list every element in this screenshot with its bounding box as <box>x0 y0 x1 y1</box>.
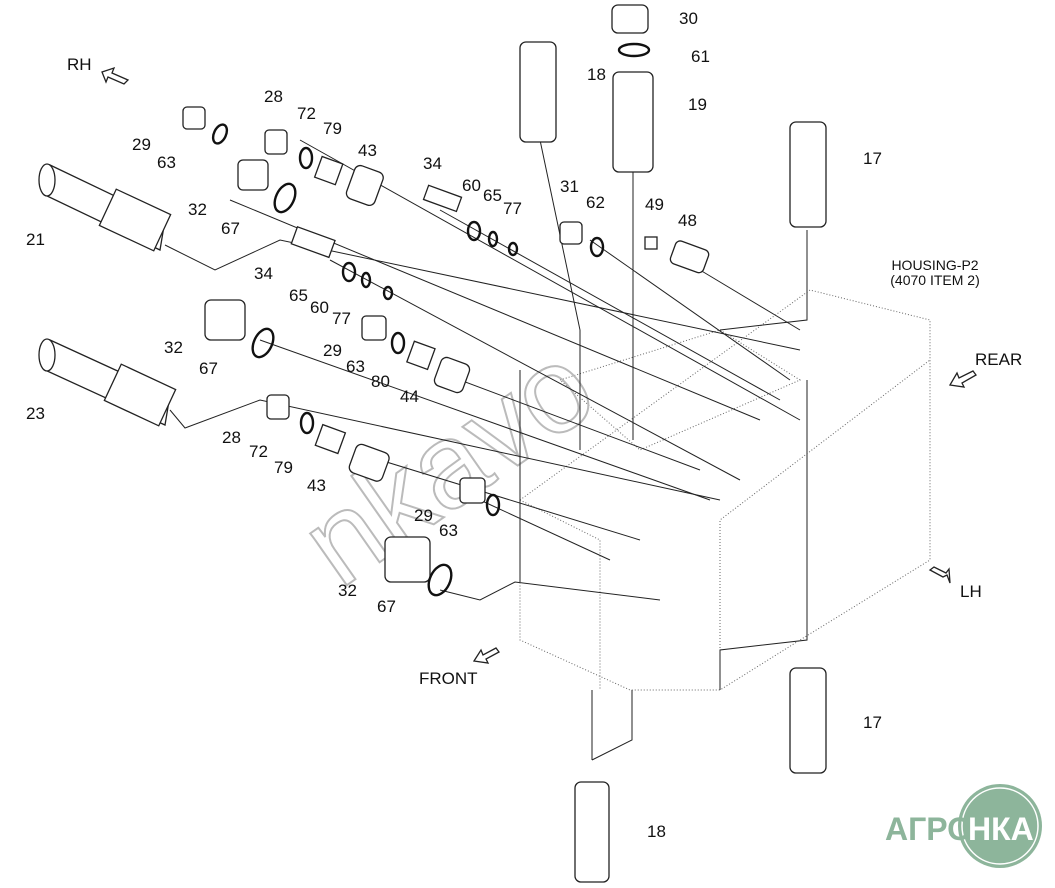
direction-arrows <box>101 66 977 664</box>
callout-28b: 28 <box>222 428 241 447</box>
o-rings <box>211 42 651 597</box>
callout-60b: 60 <box>310 298 329 317</box>
callout-29b: 29 <box>323 341 342 360</box>
callout-63: 63 <box>157 153 176 172</box>
part-23 <box>38 338 177 427</box>
callout-63b: 63 <box>346 357 365 376</box>
callout-23: 23 <box>26 404 45 423</box>
callout-29: 29 <box>132 135 151 154</box>
callout-77b: 77 <box>332 309 351 328</box>
callout-60: 60 <box>462 176 481 195</box>
callout-67c: 67 <box>377 597 396 616</box>
callout-34: 34 <box>423 154 442 173</box>
callout-72b: 72 <box>249 442 268 461</box>
callout-79b: 79 <box>274 458 293 477</box>
housing-label: HOUSING-P2 <box>891 257 978 273</box>
callout-80: 80 <box>371 372 390 391</box>
callout-65b: 65 <box>289 286 308 305</box>
housing-block <box>519 289 931 691</box>
logo-text-left: АГРО <box>885 811 972 847</box>
callout-30: 30 <box>679 9 698 28</box>
direction-lh: LH <box>960 582 982 601</box>
callout-28: 28 <box>264 87 283 106</box>
callout-49: 49 <box>645 195 664 214</box>
callout-79: 79 <box>323 119 342 138</box>
callout-44: 44 <box>400 387 419 406</box>
callout-34b: 34 <box>254 264 273 283</box>
callout-18b: 18 <box>647 822 666 841</box>
callout-31: 31 <box>560 177 579 196</box>
assembly-lines <box>164 139 808 761</box>
callout-43: 43 <box>358 141 377 160</box>
direction-front: FRONT <box>419 669 478 688</box>
part-21 <box>38 163 172 252</box>
logo-text-right: НКА <box>968 811 1034 847</box>
callout-32b: 32 <box>164 338 183 357</box>
callout-17: 17 <box>863 149 882 168</box>
callout-43b: 43 <box>307 476 326 495</box>
small-parts <box>182 4 710 583</box>
callout-17b: 17 <box>863 713 882 732</box>
callout-67: 67 <box>221 219 240 238</box>
callout-18: 18 <box>587 65 606 84</box>
direction-rear: REAR <box>975 350 1022 369</box>
agronka-logo: АГРО НКА <box>885 784 1042 868</box>
callout-labels: 30 61 18 19 17 28 72 79 43 29 63 34 60 6… <box>26 9 1022 841</box>
valves <box>519 41 827 883</box>
callout-32c: 32 <box>338 581 357 600</box>
callout-61: 61 <box>691 47 710 66</box>
callout-48: 48 <box>678 211 697 230</box>
callout-19: 19 <box>688 95 707 114</box>
callout-63c: 63 <box>439 521 458 540</box>
callout-65: 65 <box>483 186 502 205</box>
callout-29c: 29 <box>414 506 433 525</box>
callout-21: 21 <box>26 230 45 249</box>
direction-rh: RH <box>67 55 92 74</box>
callout-67b: 67 <box>199 359 218 378</box>
housing-item-ref: (4070 ITEM 2) <box>890 272 979 288</box>
callout-32: 32 <box>188 200 207 219</box>
callout-62: 62 <box>586 193 605 212</box>
callout-72: 72 <box>297 104 316 123</box>
callout-77: 77 <box>503 199 522 218</box>
